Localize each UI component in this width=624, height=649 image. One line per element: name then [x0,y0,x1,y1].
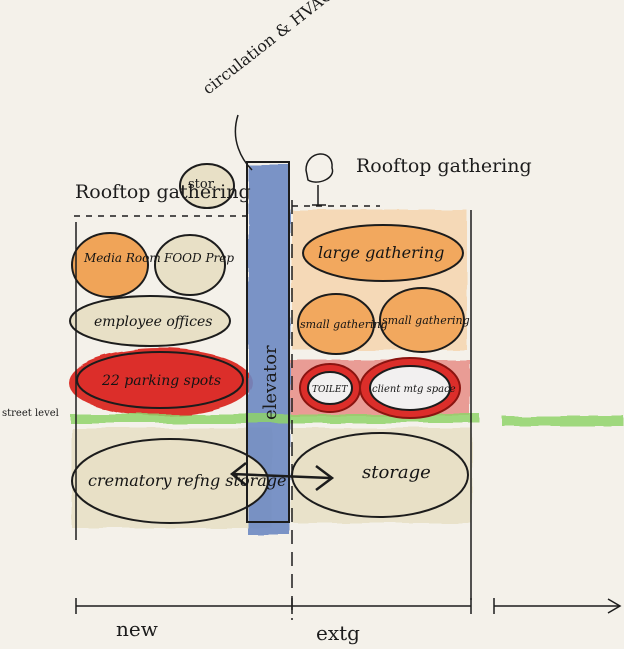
rooftop-right-label: Rooftop gathering [356,155,532,177]
toilet-inner [307,371,353,405]
media-room-blob [71,232,149,298]
client-mtg-label: client mtg space [372,384,456,395]
rooftop-left-label: Rooftop gathering [75,181,251,203]
small-gathering-1-blob [297,293,375,355]
client-mtg-inner [369,365,451,411]
storage-label: storage [362,462,431,483]
media-room-label: Media Room [83,251,161,265]
guide-lines [74,114,622,620]
employee-offices-blob [69,295,231,347]
elevator-label: elevator [260,345,281,420]
elevator-shaft [246,161,290,523]
crematory-blob [71,438,269,524]
small-gathering-2-blob [379,287,465,353]
street-level-label: street level [2,408,59,419]
crematory-label: crematory refng storage [88,471,286,490]
title-label: circulation & HVAC tower [199,0,378,98]
rooms [69,161,469,524]
employee-offices-label: employee offices [94,314,213,330]
existing-section-label: extg [316,621,360,645]
rooftop-storage-blob [179,163,235,209]
toilet-label: TOILET [312,385,348,395]
food-prep-label: FOOD Prep [163,251,234,265]
rooftop-storage-label: stor. [188,177,217,192]
small-gathering-1-label: small gathering [300,318,388,331]
parking-label: 22 parking spots [101,373,221,389]
large-gathering-label: large gathering [318,243,444,262]
small-gathering-2-label: small gathering [382,314,470,327]
new-section-label: new [116,617,158,641]
food-prep-blob [154,234,226,296]
parking-blob [76,351,244,409]
large-gathering-blob [302,224,464,282]
